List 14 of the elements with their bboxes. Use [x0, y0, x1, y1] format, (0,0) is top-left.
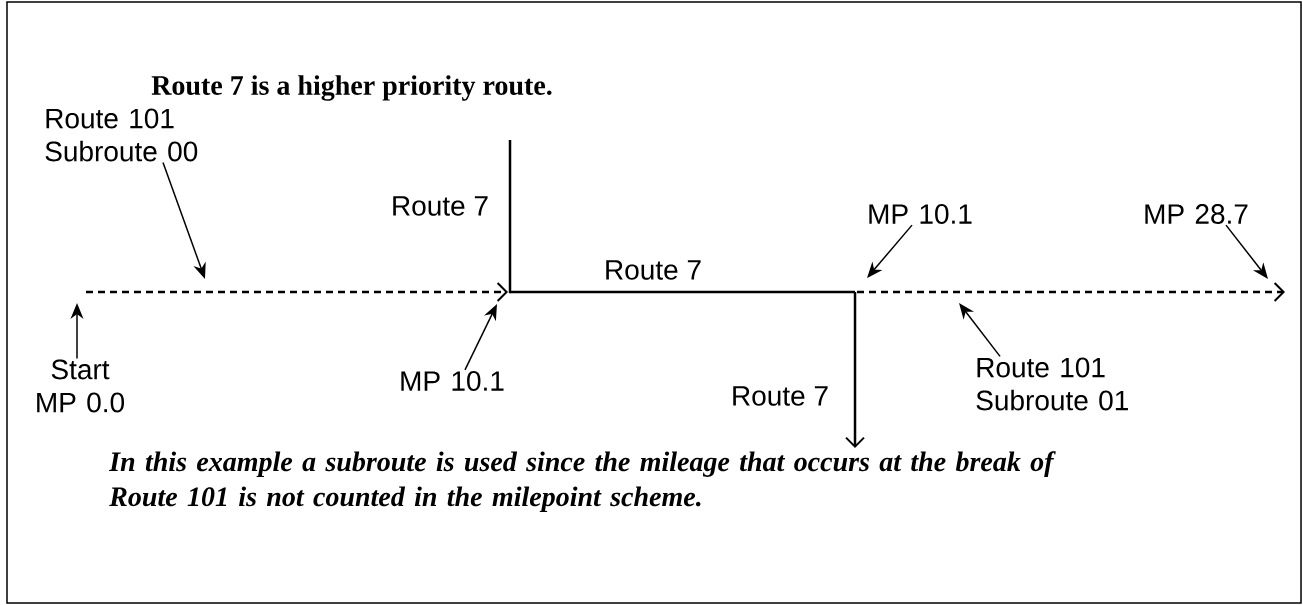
- leader-arrow: [1225, 224, 1268, 279]
- callout-text: Start MP 0.0: [37, 359, 125, 413]
- callout-text: Route 101 Subroute 01: [976, 357, 1128, 411]
- caption: In this example a subroute is used since the mileage that occurs at the break of Route 101 is not counted in the milepoint scheme.: [108, 451, 1056, 512]
- callout-text: MP 10.1: [401, 371, 504, 391]
- callout-text: MP 10.1: [869, 204, 972, 224]
- leader-arrow: [867, 224, 913, 278]
- title: Route 7 is a higher priority route.: [151, 75, 552, 101]
- callout-text: Route 101 Subroute 00: [45, 108, 198, 162]
- leader-arrow: [959, 303, 1001, 358]
- route-label: Route 7: [393, 196, 488, 216]
- callout-text: MP 28.7: [1145, 204, 1248, 224]
- route-label: Route 7: [733, 386, 828, 406]
- route-label: Route 7: [606, 260, 701, 280]
